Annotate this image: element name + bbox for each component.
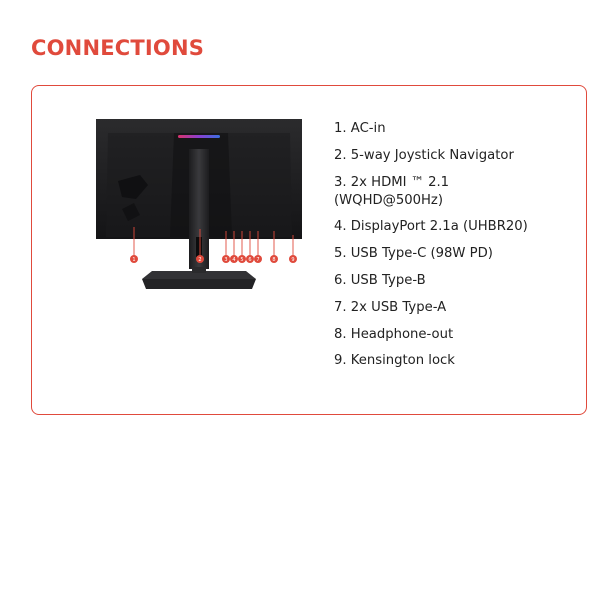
callout-2: 2 — [196, 255, 204, 263]
svg-text:3: 3 — [224, 257, 227, 263]
callout-7: 7 — [254, 255, 262, 263]
list-item: 1. AC-in — [334, 121, 386, 136]
list-item: 8. Headphone-out — [334, 326, 454, 342]
stand-base — [142, 279, 256, 289]
list-item: 5. USB Type-C (98W PD) — [334, 246, 493, 262]
svg-text:5: 5 — [240, 257, 243, 263]
list-item: 7. 2x USB Type-A — [334, 299, 447, 315]
callout-1: 1 — [130, 255, 138, 263]
list-item: 3. 2x HDMI ™ 2.1 (WQHD@500Hz) — [334, 174, 450, 208]
callout-4: 4 — [230, 255, 238, 263]
monitor-rear-image: 1 2 3 4 5 6 7 — [96, 119, 302, 289]
callout-8: 8 — [270, 255, 278, 263]
callout-3: 3 — [222, 255, 230, 263]
callout-6: 6 — [246, 255, 254, 263]
list-item: 4. DisplayPort 2.1a (UHBR20) — [334, 219, 528, 235]
list-item: 6. USB Type-B — [334, 272, 426, 288]
svg-text:9: 9 — [291, 257, 294, 263]
list-item: 9. Kensington lock — [334, 353, 455, 369]
svg-text:2: 2 — [198, 257, 201, 263]
svg-text:8: 8 — [272, 257, 275, 263]
callout-markers: 1 2 3 4 5 6 7 — [130, 255, 297, 263]
connections-panel: 1 2 3 4 5 6 7 — [31, 85, 587, 415]
list-item: 2. 5-way Joystick Navigator — [334, 147, 514, 163]
page-title: CONNECTIONS — [31, 36, 205, 60]
rgb-light-bar — [178, 135, 220, 138]
callout-9: 9 — [289, 255, 297, 263]
svg-text:1: 1 — [132, 257, 135, 263]
callout-5: 5 — [238, 255, 246, 263]
stand-neck — [189, 149, 209, 269]
svg-text:6: 6 — [248, 257, 251, 263]
connections-list: 1. AC-in 2. 5-way Joystick Navigator 3. … — [334, 120, 528, 379]
brand-logo — [118, 175, 148, 199]
svg-text:4: 4 — [232, 257, 235, 263]
svg-text:7: 7 — [256, 257, 259, 263]
callout-lines — [133, 227, 294, 257]
